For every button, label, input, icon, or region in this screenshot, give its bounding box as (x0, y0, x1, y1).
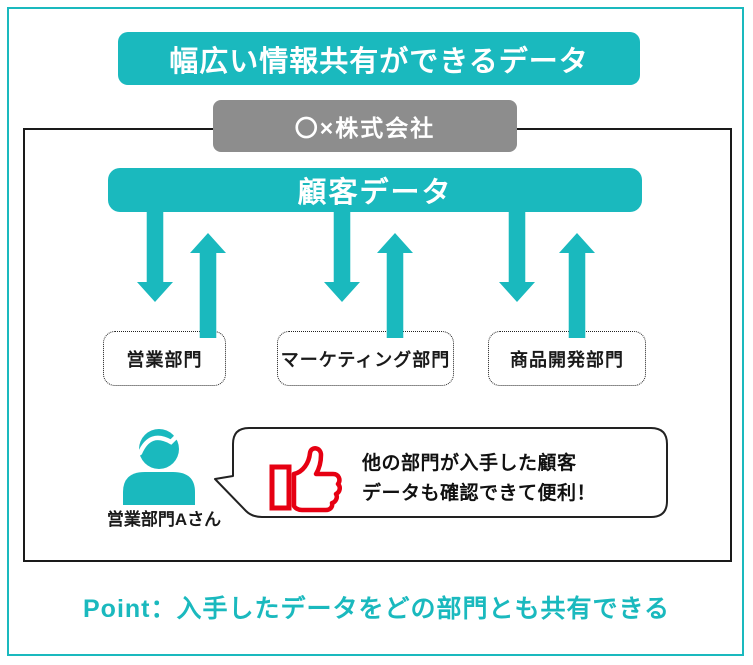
speech-line-1: 他の部門が入手した顧客 (362, 453, 577, 474)
speech-bubble (214, 427, 668, 518)
thumbs-up-icon (269, 446, 342, 513)
customer-data-banner: 顧客データ (108, 168, 642, 212)
dept-box-product: 商品開発部門 (488, 331, 646, 386)
speech-bubble-text: 他の部門が入手した顧客 データも確認できて便利！ (362, 449, 662, 509)
customer-data-label: 顧客データ (297, 177, 453, 209)
company-name-box: 〇×株式会社 (213, 100, 517, 152)
dept-label-sales: 営業部門 (126, 349, 203, 370)
dept-label-marketing: マーケティング部門 (280, 349, 451, 370)
dept-box-sales: 営業部門 (103, 331, 226, 386)
dept-label-product: 商品開発部門 (510, 349, 624, 370)
page-title: 幅広い情報共有ができるデータ (169, 45, 589, 78)
person-label: 営業部門Aさん (106, 510, 222, 529)
person-icon (123, 429, 195, 505)
speech-line-2: データも確認できて便利！ (362, 483, 597, 504)
header-banner: 幅広い情報共有ができるデータ (118, 32, 640, 85)
dept-box-marketing: マーケティング部門 (277, 331, 454, 386)
company-name: 〇×株式会社 (294, 115, 436, 141)
hair-swoosh (137, 433, 180, 456)
point-text: Point：入手したデータをどの部門とも共有できる (83, 595, 670, 623)
